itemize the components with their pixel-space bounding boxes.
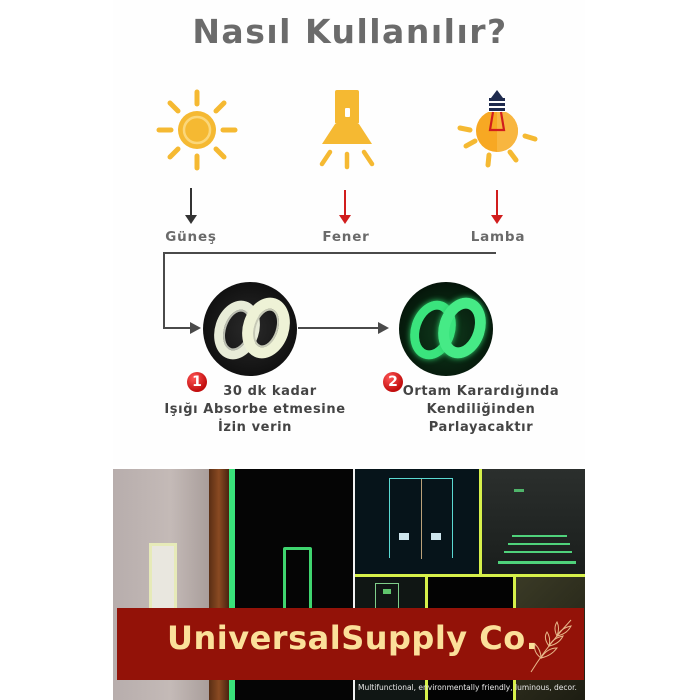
step-2-line-2: Kendiliğinden: [426, 402, 536, 417]
gallery-divider: [353, 469, 355, 700]
step-2-line-1: Ortam Karardığında: [402, 384, 560, 399]
arrow-down-icon: [339, 190, 351, 224]
brand-name: UniversalSupply Co.: [167, 619, 539, 657]
glow-stripe: [229, 469, 235, 700]
step-number-badge: 1: [187, 372, 207, 392]
source-label-lamp: Lamba: [470, 229, 526, 245]
step-number-badge: 2: [383, 372, 403, 392]
collage-frame-yellow: [355, 574, 585, 577]
arrow-down-icon: [491, 190, 503, 224]
flow-connector-step1-to-step2: [298, 327, 380, 329]
tape-rolls-unlit-image: [203, 282, 297, 376]
source-label-flashlight: Fener: [322, 229, 370, 245]
arrow-down-icon: [185, 188, 197, 224]
flashlight-icon: [319, 90, 375, 170]
sun-icon: [156, 89, 238, 171]
step-1-line-2: Işığı Absorbe etmesine: [164, 402, 346, 417]
page-title: Nasıl Kullanılır?: [192, 12, 508, 51]
step-1-line-1: 30 dk kadar: [223, 384, 317, 399]
step-2-line-3: Parlayacaktır: [428, 420, 534, 435]
brand-banner: UniversalSupply Co.: [117, 608, 584, 680]
light-switch: [149, 543, 177, 613]
tape-rolls-glowing-image: [399, 282, 493, 376]
flow-connector-into-step1: [163, 327, 191, 329]
glowing-stairs-photo: [482, 469, 585, 574]
flow-connector-top: [163, 252, 496, 254]
flow-connector-left: [163, 252, 165, 329]
light-bulb-icon: [457, 90, 538, 168]
source-label-sun: Güneş: [165, 229, 217, 245]
leaf-branch-icon: [530, 619, 572, 673]
dark-corridor-doors-photo: [355, 469, 479, 574]
arrow-right-icon: [190, 322, 201, 334]
arrow-right-icon: [378, 322, 389, 334]
glow-switch-outline: [283, 547, 312, 617]
gallery-tagline: Multifunctional, environmentally friendl…: [358, 683, 577, 692]
step-1-line-3: İzin verin: [217, 420, 293, 435]
